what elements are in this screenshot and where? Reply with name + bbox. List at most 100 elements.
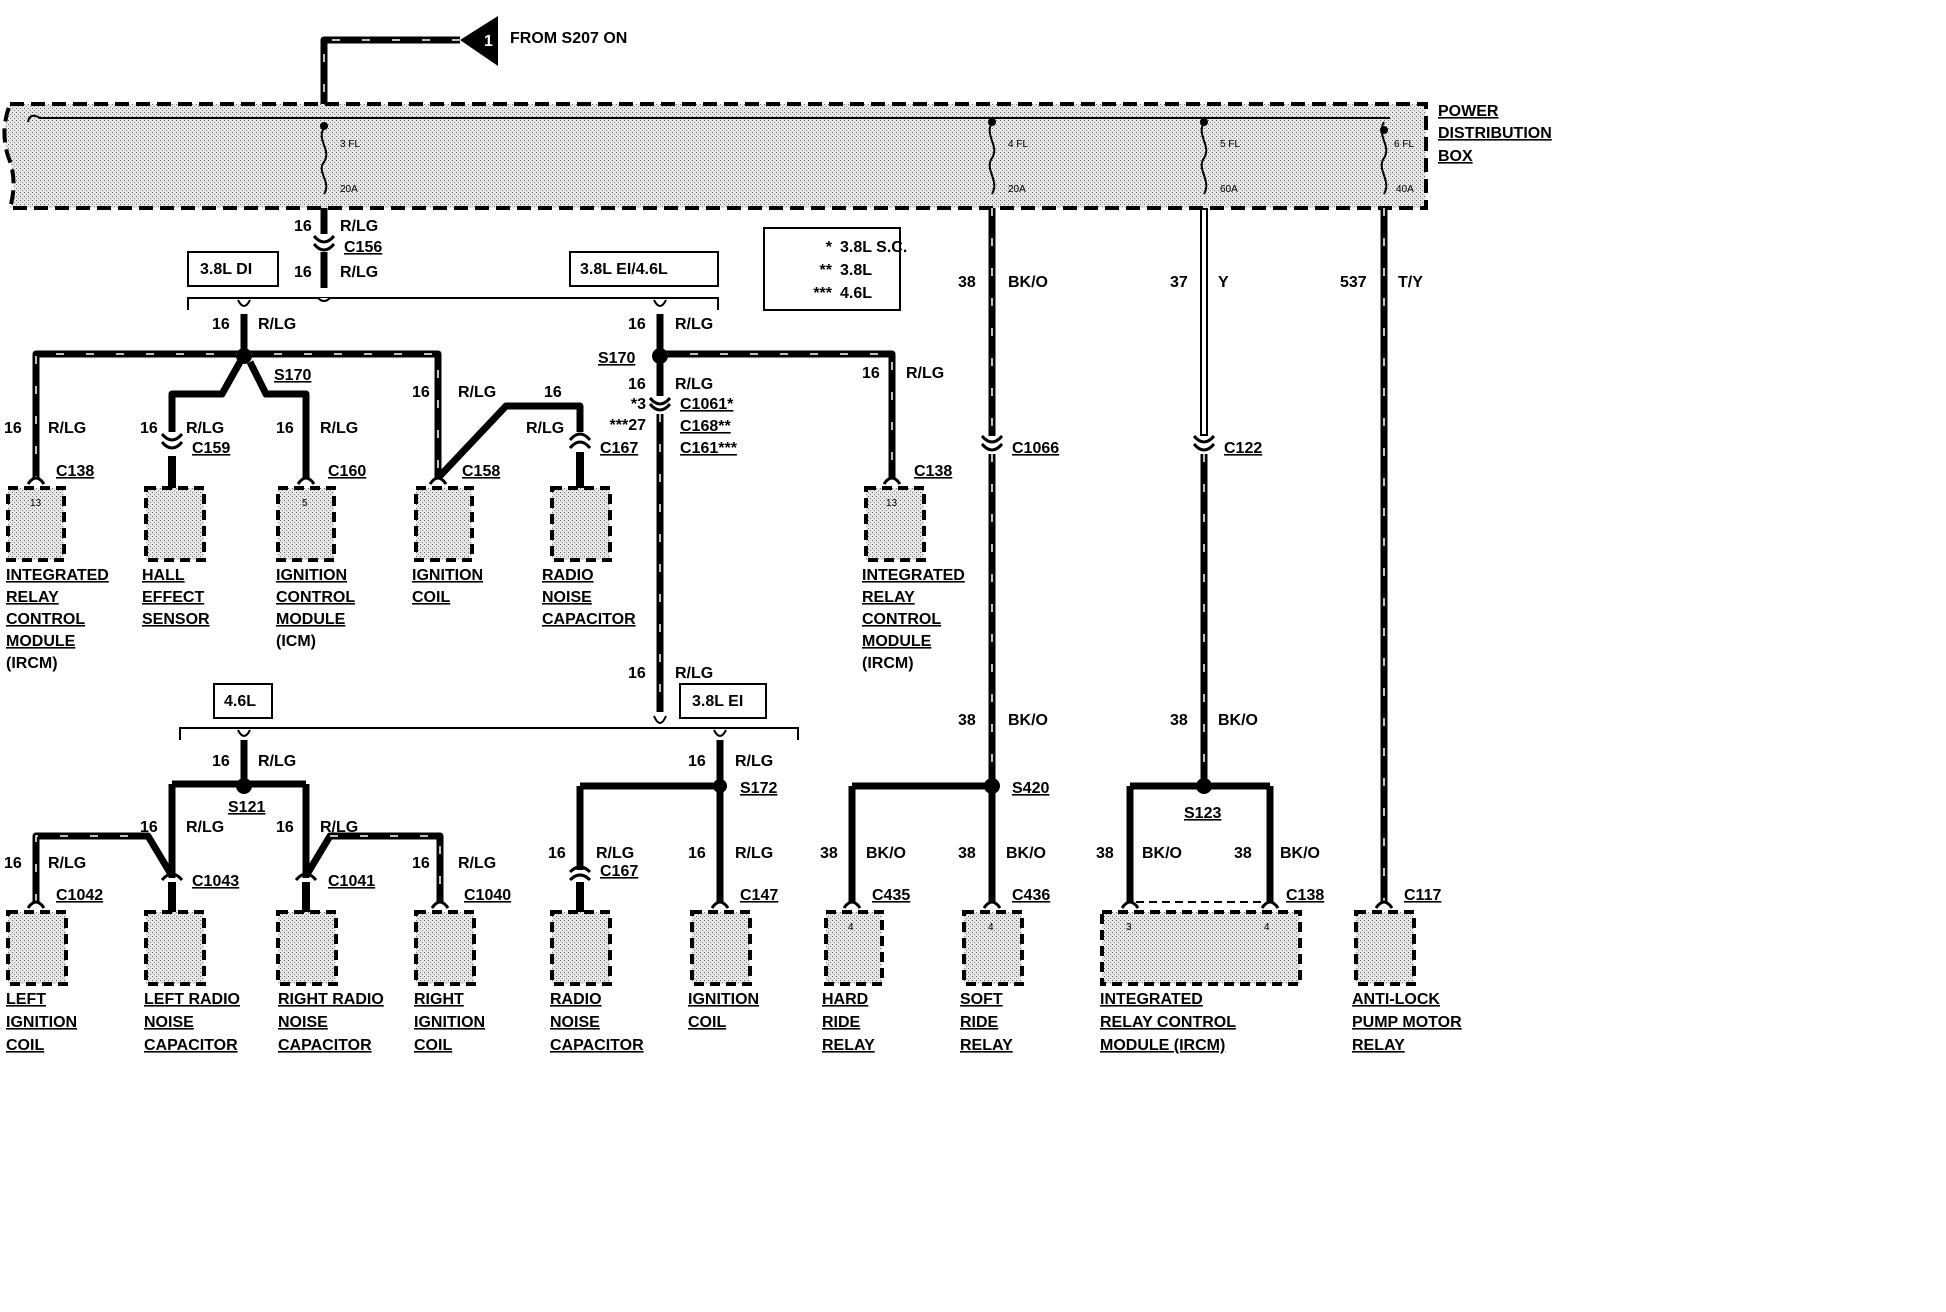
wl-16-g: 16 <box>276 819 294 836</box>
wl-1-c: R/LG <box>340 218 378 235</box>
wl-2-c: R/LG <box>340 264 378 281</box>
comp-ircm1-name-3: CONTROL <box>6 611 85 628</box>
wl-26-g: 38 <box>820 845 838 862</box>
wl-29-c: BK/O <box>1280 845 1320 862</box>
pdb-tap-4 <box>1380 126 1388 134</box>
connector-c159-symbol <box>160 432 184 450</box>
terminal-coil1 <box>428 476 448 485</box>
harness-tap-1 <box>317 297 331 302</box>
wl-25-c: BK/O <box>1218 712 1258 729</box>
comp-rcoil-name-1: RIGHT <box>414 991 464 1008</box>
fuse-3fl: 3 FL 20A <box>320 127 360 195</box>
comp-coil2-name-2: COIL <box>688 1014 726 1031</box>
pin-ircm2: 13 <box>886 498 898 509</box>
wl-23-g: 537 <box>1340 274 1367 291</box>
terminal-abs <box>1374 900 1394 909</box>
wl-6-g: 16 <box>140 420 158 437</box>
wl-13-g: 16 <box>212 753 230 770</box>
comp-hard-name-1: HARD <box>822 991 868 1008</box>
comp-ircm1-name-4: MODULE <box>6 633 76 650</box>
comp-icm-name-3: MODULE <box>276 611 346 628</box>
conn-c1066: C1066 <box>1012 440 1059 457</box>
connector-c1061-symbol <box>648 396 672 412</box>
legend-mark-3: *** <box>813 285 832 302</box>
wl-12-g: 16 <box>628 665 646 682</box>
connector-c122-symbol <box>1192 434 1216 452</box>
terminal-coil2 <box>710 900 730 909</box>
wl-20-c: R/LG <box>735 845 773 862</box>
comp-ircm2-name-3: CONTROL <box>862 611 941 628</box>
comp-ircm2-name-1: INTEGRATED <box>862 567 965 584</box>
terminal-hard <box>842 900 862 909</box>
variant-box-ei <box>679 683 767 719</box>
wire-labels: 16 R/LG 16 R/LG 16 R/LG 16 R/LG 16 R/LG … <box>4 218 1423 872</box>
pdb-bus <box>27 114 1390 123</box>
harness-bottom <box>179 727 799 740</box>
wl-9-g: 16 <box>544 384 562 401</box>
conn-c122: C122 <box>1224 440 1262 457</box>
wl-16-c: R/LG <box>320 819 358 836</box>
wl-3-g: 16 <box>212 316 230 333</box>
variant-box-di <box>187 251 279 287</box>
wire-rcoil <box>302 832 444 902</box>
comp-icm-name-4: (ICM) <box>276 633 316 650</box>
fuse-5fl-id: 5 FL <box>1220 139 1240 150</box>
wire-hall <box>168 360 244 432</box>
wiring-diagram-svg: POWER DISTRIBUTION BOX 3 FL 20A 4 FL 20A… <box>2 16 1552 1054</box>
wl-4-c: R/LG <box>675 316 713 333</box>
wl-10-c: R/LG <box>675 376 713 393</box>
wire-icm <box>246 360 310 478</box>
comp-ircm3 <box>1100 910 1302 986</box>
comp-left-radio-noise-capacitor <box>144 910 206 986</box>
wl-17-c: R/LG <box>48 855 86 872</box>
comp-radio-noise-capacitor-2 <box>550 910 612 986</box>
comp-lcoil-name-1: LEFT <box>6 991 46 1008</box>
wl-7-g: 16 <box>276 420 294 437</box>
connector-labels: C156 C138 C159 C160 C158 C167 *3 ***27 C… <box>56 239 1441 904</box>
wl-10-g: 16 <box>628 376 646 393</box>
wire-stripes <box>35 39 1385 902</box>
connector-c1043-symbol <box>160 872 184 882</box>
splice-s170a <box>236 348 252 364</box>
comp-rnc1-name-2: NOISE <box>542 589 592 606</box>
terminal-ircm2 <box>882 476 902 485</box>
wl-1-g: 16 <box>294 218 312 235</box>
splice-s170a-label: S170 <box>274 367 311 384</box>
splice-s170b <box>652 348 668 364</box>
comp-hard-name-3: RELAY <box>822 1037 875 1054</box>
comp-lrnc-name-3: CAPACITOR <box>144 1037 238 1054</box>
comp-soft-name-3: RELAY <box>960 1037 1013 1054</box>
wl-11-c: R/LG <box>906 365 944 382</box>
wire-s170a-left <box>32 350 244 478</box>
conn-c138b: C138 <box>914 463 952 480</box>
fuse-5fl-amp: 60A <box>1220 184 1238 195</box>
pdb-label-1: POWER <box>1438 103 1499 120</box>
wl-4-g: 16 <box>628 316 646 333</box>
fuse-5fl: 5 FL 60A <box>1200 121 1240 195</box>
wire-s170b-right <box>660 350 896 478</box>
wl-28-g: 38 <box>1096 845 1114 862</box>
variant-di: 3.8L DI <box>200 261 252 278</box>
wl-29-g: 38 <box>1234 845 1252 862</box>
harness-top <box>187 297 719 310</box>
legend-text-2: 3.8L <box>840 262 872 279</box>
conn-c436: C436 <box>1012 887 1050 904</box>
conn-c168: C168** <box>680 418 731 435</box>
conn-c138c: C138 <box>1286 887 1324 904</box>
wl-19-g: 16 <box>548 845 566 862</box>
splice-s172-label: S172 <box>740 780 777 797</box>
wl-14-g: 16 <box>688 753 706 770</box>
terminal-rcoil <box>430 900 450 909</box>
comp-hall-name-2: EFFECT <box>142 589 204 606</box>
legend-text-1: 3.8L S.C. <box>840 239 907 256</box>
fuse-4fl-id: 4 FL <box>1008 139 1028 150</box>
conn-pin-b: ***27 <box>610 417 647 434</box>
comp-rnc2-name-1: RADIO <box>550 991 602 1008</box>
comp-hall-effect-sensor <box>144 486 206 562</box>
wl-5-g: 16 <box>4 420 22 437</box>
fuse-3fl-amp: 20A <box>340 184 358 195</box>
terminal-ir3 <box>1120 900 1140 909</box>
conn-c147: C147 <box>740 887 778 904</box>
wl-18-c: R/LG <box>458 855 496 872</box>
conn-c160: C160 <box>328 463 366 480</box>
